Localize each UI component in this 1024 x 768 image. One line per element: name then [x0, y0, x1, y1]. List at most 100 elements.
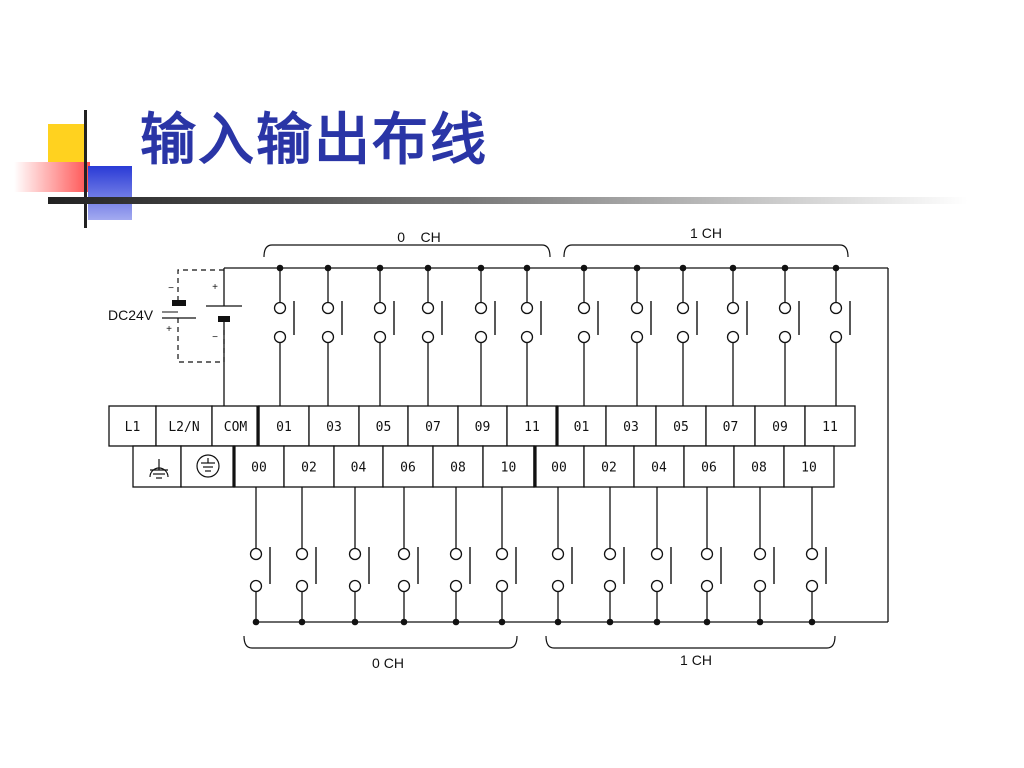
junction-dot [729, 264, 737, 272]
title-deco-yellow-square [48, 124, 86, 162]
polarity-plus: + [212, 282, 218, 293]
terminal-in-7-label: 03 [623, 420, 639, 435]
contact-circle [603, 579, 617, 593]
terminal-in-0-label: 01 [276, 420, 292, 435]
input-switch-9 [726, 301, 748, 344]
junction-dot [633, 264, 641, 272]
terminal-out-10-label: 08 [751, 461, 767, 476]
junction-dot [376, 264, 384, 272]
terminal-in-9-label: 07 [723, 420, 739, 435]
junction-dot [477, 264, 485, 272]
contact-circle [373, 330, 387, 344]
lower-group-label-1: 1 CH [680, 652, 712, 668]
contact-circle [295, 547, 309, 561]
lower-switch-0 [249, 547, 271, 593]
input-switch-7 [630, 301, 652, 344]
terminal-out-8 [633, 445, 685, 488]
title-deco-vertical-line [84, 110, 87, 228]
lower-switch-5 [495, 547, 517, 593]
terminal-out-11 [783, 445, 835, 488]
slide-title: 输入输出布线 [140, 107, 488, 173]
lower-switch-11 [805, 547, 827, 593]
contact-circle [321, 301, 335, 315]
terminal-in-10-label: 09 [772, 420, 788, 435]
dc24v-label: DC24V [108, 307, 154, 323]
title-underline [48, 197, 968, 204]
contact-circle [348, 547, 362, 561]
junction-dot [653, 618, 661, 626]
input-switch-11 [829, 301, 851, 344]
contact-circle [726, 330, 740, 344]
contact-circle [373, 301, 387, 315]
terminal-in-6 [556, 405, 607, 447]
contact-circle [397, 579, 411, 593]
lower-switch-2 [348, 547, 370, 593]
terminal-out-7 [583, 445, 635, 488]
contact-circle [495, 547, 509, 561]
junction-dot [679, 264, 687, 272]
contact-circle [805, 579, 819, 593]
polarity-plus: + [166, 324, 172, 335]
terminal-out-8-label: 04 [651, 461, 667, 476]
terminal-in-6-label: 01 [574, 420, 590, 435]
contact-circle [295, 579, 309, 593]
protective-earth-icon [196, 454, 220, 478]
lower-switch-9 [700, 547, 722, 593]
terminal-in-5-label: 11 [524, 420, 540, 435]
terminal-l2-n-label: L2/N [168, 420, 199, 435]
junction-dot [580, 264, 588, 272]
terminal-com-label: COM [224, 420, 248, 435]
polarity-minus: − [212, 332, 218, 343]
terminal-out-0 [233, 445, 285, 488]
lower-switch-7 [603, 547, 625, 593]
polarity-minus: − [168, 283, 174, 294]
lower-switch-8 [650, 547, 672, 593]
junction-dot [523, 264, 531, 272]
contact-circle [805, 547, 819, 561]
contact-circle [753, 547, 767, 561]
terminal-com [211, 405, 260, 447]
input-group-label-1: 1 CH [690, 225, 722, 241]
terminal-in-10 [754, 405, 806, 447]
channel-braces [243, 244, 849, 649]
ring [196, 454, 220, 478]
contact-circle [449, 579, 463, 593]
contact-circle [495, 579, 509, 593]
contact-circle [449, 547, 463, 561]
contact-circle [474, 330, 488, 344]
lower-switch-6 [551, 547, 573, 593]
input-group-label-0: 0 CH [397, 229, 441, 245]
labels: 0 CH 1 CH 0 CH 1 CH [372, 225, 722, 671]
junction-dots [252, 264, 840, 626]
junction-dot [452, 618, 460, 626]
terminal-in-7 [605, 405, 657, 447]
contact-circle [551, 579, 565, 593]
junction-dot [554, 618, 562, 626]
terminal-out-1 [283, 445, 335, 488]
junction-dot [606, 618, 614, 626]
dc24v-supply: − + + − DC24V [108, 268, 242, 406]
lower-switch-3 [397, 547, 419, 593]
input-switch-10 [778, 301, 800, 344]
junction-dot [808, 618, 816, 626]
input-switch-8 [676, 301, 698, 344]
terminal-in-4-label: 09 [475, 420, 491, 435]
battery-plate [172, 300, 186, 306]
contact-circle [273, 330, 287, 344]
junction-dot [400, 618, 408, 626]
terminal-out-3-label: 06 [400, 461, 416, 476]
lower-group-label-0: 0 CH [372, 655, 404, 671]
contact-circle [603, 547, 617, 561]
brace-lower-0ch [243, 635, 518, 649]
input-switch-3 [421, 301, 443, 344]
terminal-l1 [108, 405, 157, 447]
terminal-out-10 [733, 445, 785, 488]
contact-circle [520, 330, 534, 344]
contact-circle [726, 301, 740, 315]
contact-circle [321, 330, 335, 344]
terminal-out-2 [333, 445, 384, 488]
terminal-in-8-label: 05 [673, 420, 689, 435]
contact-circle [577, 330, 591, 344]
